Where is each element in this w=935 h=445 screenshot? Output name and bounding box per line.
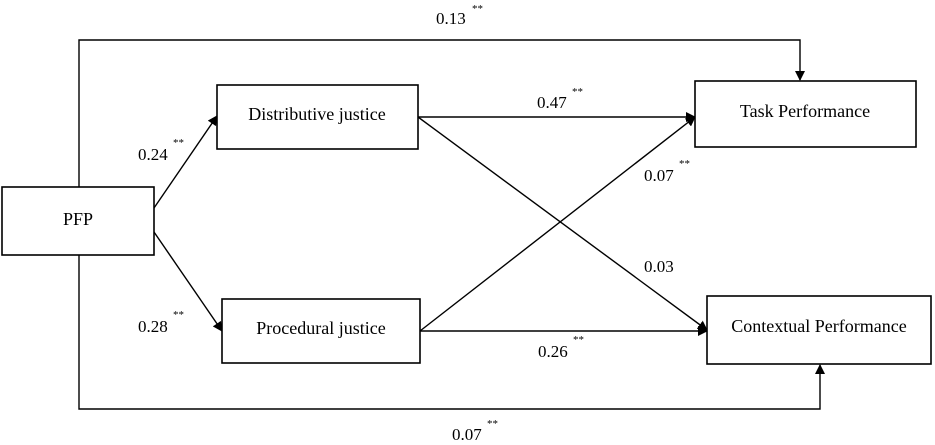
coef-procedural-task: 0.07 ** (644, 158, 690, 185)
node-procedural-justice-label: Procedural justice (256, 318, 385, 338)
node-task-performance-label: Task Performance (740, 101, 870, 121)
coef-distributive-contextual-value: 0.03 (644, 257, 674, 276)
node-contextual-performance: Contextual Performance (706, 295, 932, 365)
coef-pfp-distributive: 0.24 ** (138, 137, 184, 164)
node-distributive-justice-label: Distributive justice (248, 104, 385, 124)
coef-pfp-procedural-value: 0.28 (138, 317, 168, 336)
coef-procedural-task-sig: ** (679, 158, 690, 170)
coef-pfp-procedural-sig: ** (173, 309, 184, 321)
coef-pfp-contextual-value: 0.07 (452, 425, 482, 444)
edge-pfp-to-distributive (153, 115, 218, 209)
coef-pfp-distributive-sig: ** (173, 137, 184, 149)
coef-distributive-contextual: 0.03 (644, 257, 674, 276)
coef-procedural-contextual-sig: ** (573, 334, 584, 346)
node-contextual-performance-label: Contextual Performance (731, 316, 906, 336)
coef-pfp-task-sig: ** (472, 3, 483, 15)
coef-distributive-task-value: 0.47 (537, 93, 567, 112)
node-pfp: PFP (1, 186, 155, 256)
coef-distributive-task: 0.47 ** (537, 86, 583, 112)
coef-pfp-task: 0.13 ** (436, 3, 483, 28)
coef-procedural-contextual: 0.26 ** (538, 334, 584, 361)
coef-pfp-distributive-value: 0.24 (138, 145, 168, 164)
coef-pfp-contextual-sig: ** (487, 418, 498, 430)
edge-procedural-to-task (419, 116, 696, 332)
node-pfp-label: PFP (63, 209, 93, 229)
node-distributive-justice: Distributive justice (216, 84, 419, 150)
edge-distributive-to-contextual (417, 116, 708, 331)
edge-pfp-to-task (78, 39, 805, 187)
coef-pfp-procedural: 0.28 ** (138, 309, 184, 336)
coef-procedural-contextual-value: 0.26 (538, 342, 568, 361)
node-procedural-justice: Procedural justice (221, 298, 421, 364)
coef-distributive-task-sig: ** (572, 86, 583, 98)
edge-pfp-to-contextual (78, 255, 825, 410)
coef-procedural-task-value: 0.07 (644, 166, 674, 185)
edge-pfp-to-procedural (153, 231, 223, 332)
coef-pfp-task-value: 0.13 (436, 9, 466, 28)
coef-pfp-contextual: 0.07 ** (452, 418, 498, 444)
node-task-performance: Task Performance (694, 80, 917, 148)
